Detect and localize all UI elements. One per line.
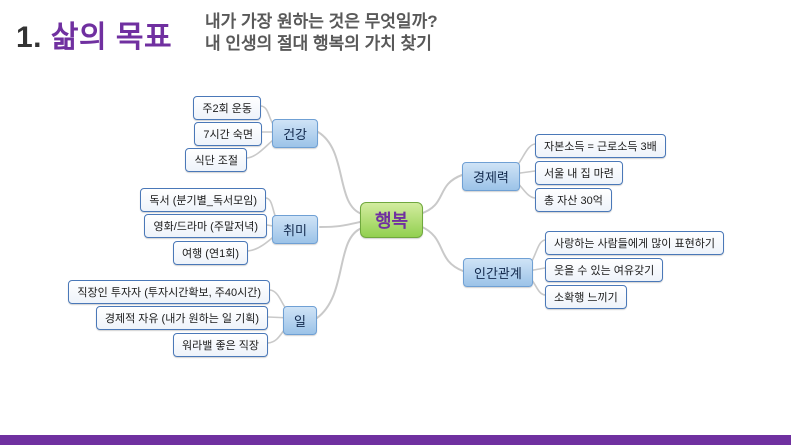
connector-center-health — [317, 131, 363, 215]
leaf-work-life-balance[interactable]: 워라밸 좋은 직장 — [173, 333, 268, 357]
leaf-investor[interactable]: 직장인 투자자 (투자시간확보, 주40시간) — [68, 280, 270, 304]
connector-center-work — [316, 227, 363, 319]
branch-hobby[interactable]: 취미 — [272, 215, 318, 244]
subtitle-line-2: 내 인생의 절대 행복의 가치 찾기 — [205, 34, 432, 54]
center-node-happiness[interactable]: 행복 — [360, 202, 424, 238]
leaf-small-happiness[interactable]: 소확행 느끼기 — [545, 285, 627, 309]
branch-health[interactable]: 건강 — [272, 119, 318, 148]
branch-work[interactable]: 일 — [283, 306, 317, 335]
branch-economy[interactable]: 경제력 — [462, 162, 520, 191]
title-number: 1. — [16, 21, 43, 54]
leaf-movies[interactable]: 영화/드라마 (주말저녁) — [144, 214, 267, 238]
leaf-capital-income[interactable]: 자본소득 = 근로소득 3배 — [535, 134, 666, 158]
page-title: 1. 삶의 목표 — [16, 12, 172, 56]
leaf-diet[interactable]: 식단 조절 — [185, 148, 247, 172]
branch-relationships[interactable]: 인간관계 — [463, 258, 533, 287]
leaf-travel[interactable]: 여행 (연1회) — [173, 241, 248, 265]
connector-center-hobby — [319, 221, 361, 228]
leaf-relaxed-smile[interactable]: 웃을 수 있는 여유갖기 — [545, 258, 664, 282]
subtitle: 내가 가장 원하는 것은 무엇일까? 내 인생의 절대 행복의 가치 찾기 — [205, 11, 438, 55]
subtitle-line-1: 내가 가장 원하는 것은 무엇일까? — [205, 12, 438, 31]
leaf-reading[interactable]: 독서 (분기별_독서모임) — [140, 188, 266, 212]
title-text: 삶의 목표 — [50, 21, 173, 54]
leaf-financial-freedom[interactable]: 경제적 자유 (내가 원하는 일 기획) — [95, 306, 268, 330]
leaf-seoul-house[interactable]: 서울 내 집 마련 — [535, 161, 623, 185]
leaf-exercise[interactable]: 주2회 운동 — [193, 96, 261, 120]
connector-center-economy — [419, 174, 463, 215]
leaf-sleep[interactable]: 7시간 숙면 — [194, 122, 262, 146]
connector-center-relationships — [419, 225, 464, 272]
leaf-express-love[interactable]: 사랑하는 사람들에게 많이 표현하기 — [545, 231, 724, 255]
footer-accent-bar — [0, 435, 791, 445]
leaf-total-assets[interactable]: 총 자산 30억 — [535, 188, 612, 212]
